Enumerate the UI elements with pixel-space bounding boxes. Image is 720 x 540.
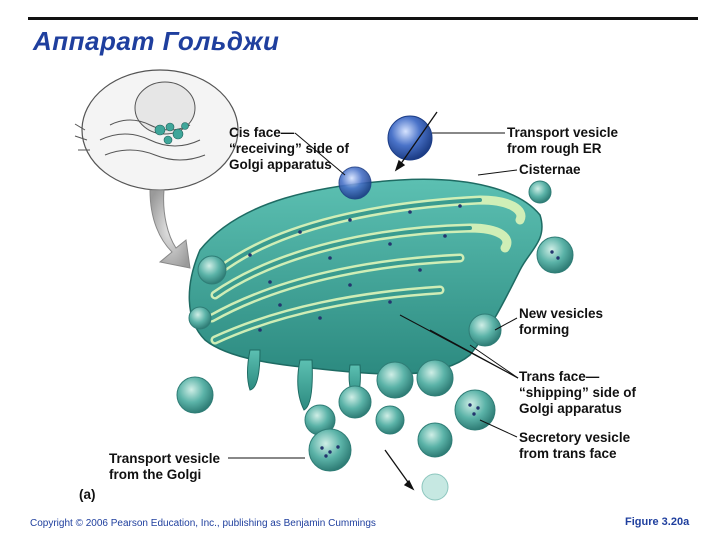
page-title: Аппарат Гольджи [33,26,280,56]
label-new-vesicles: New vesicles forming [519,306,604,337]
vesicles [176,180,574,501]
top-rule [28,17,698,20]
golgi-stack [188,178,543,411]
label-cis-face: Cis face— “receiving” side of Golgi appa… [229,125,350,172]
label-secretory-vesicle: Secretory vesicle from trans face [519,430,631,461]
label-trans-face: Trans face— “shipping” side of Golgi app… [519,369,636,416]
er-transport-vesicle [387,115,433,161]
label-transport-vesicle-golgi: Transport vesicle from the Golgi [109,451,221,482]
motion-arrows [384,111,438,491]
figure-number: Figure 3.20a [625,516,690,528]
cis-vesicle [338,166,372,200]
copyright-text: Copyright © 2006 Pearson Education, Inc.… [30,518,376,529]
label-cisternae: Cisternae [519,162,581,177]
panel-label: (a) [79,487,96,502]
leader-lines [228,132,519,459]
zoom-arrow [149,189,191,269]
cell-thumbnail [74,69,239,191]
label-transport-vesicle-er: Transport vesicle from rough ER [507,125,619,156]
